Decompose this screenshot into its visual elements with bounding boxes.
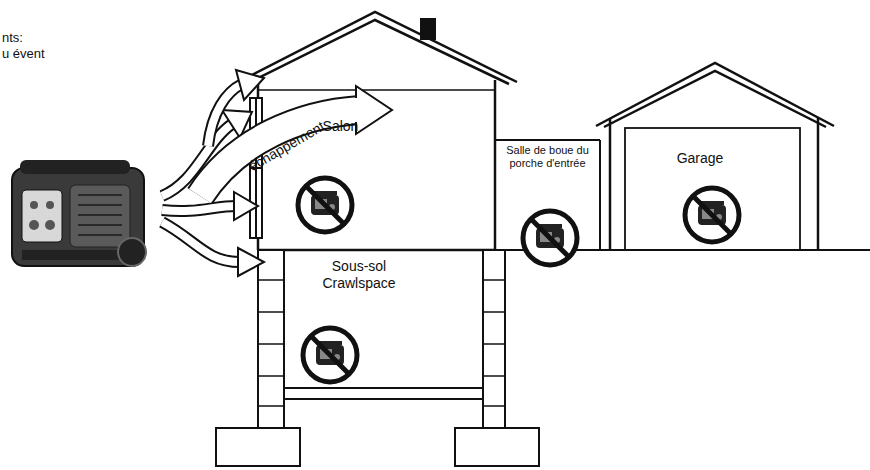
exhaust-arrows (162, 70, 392, 276)
room-name: Garage (655, 150, 745, 167)
room-name: Salle de boue du porche d'entrée (497, 144, 598, 170)
room: Sous-sol Crawlspace (284, 250, 483, 388)
room-name: Sous-sol Crawlspace (314, 258, 404, 292)
room: Garage (625, 128, 800, 250)
foundation (216, 250, 539, 466)
garage-outline (596, 63, 834, 250)
cut-off-note: nts: (2, 30, 23, 45)
cut-off-note: u évent (2, 46, 45, 61)
no-generator-icon (298, 178, 739, 382)
room: Salle de boue du porche d'entrée (495, 140, 600, 250)
generator (12, 160, 146, 266)
room: Salon (258, 90, 495, 250)
